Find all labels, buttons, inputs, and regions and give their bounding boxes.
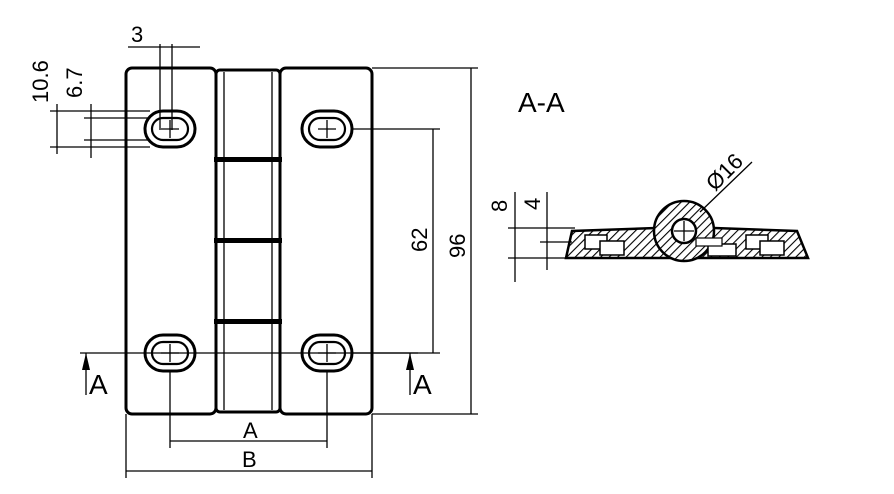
knuckle-separator-2 <box>214 238 282 243</box>
dim-label-section-total-height: 8 <box>487 200 512 212</box>
dimension-slot-heights: 10.6 6.7 <box>28 60 150 158</box>
section-title: A-A <box>518 87 565 118</box>
dim-label-slot-outer-height: 10.6 <box>28 60 53 103</box>
dimension-slot-width: 3 <box>128 22 200 130</box>
dim-label-hole-spacing-vertical: 62 <box>407 228 432 252</box>
slot-top-left <box>143 109 197 149</box>
dimension-overall-height: 96 <box>372 67 478 415</box>
dimension-pin-diameter: Ø16 <box>699 148 753 213</box>
dim-label-overall-height: 96 <box>445 234 470 258</box>
section-view <box>564 199 810 263</box>
left-leaf <box>124 66 218 416</box>
knuckle-separator-3 <box>214 319 282 324</box>
dim-label-hole-spacing-horizontal: A <box>243 418 258 443</box>
cut-label-left: A <box>89 369 108 400</box>
dim-label-section-plate-thickness: 4 <box>520 198 545 210</box>
section-cut-line: A A <box>80 352 432 400</box>
dim-label-slot-width: 3 <box>131 22 143 47</box>
dimension-section-heights: 8 4 <box>487 192 575 282</box>
dimension-hole-spacing-horizontal: A <box>169 371 328 448</box>
dim-label-overall-width: B <box>242 447 257 472</box>
slot-top-right <box>300 109 354 149</box>
dim-label-slot-inner-height: 6.7 <box>62 67 87 98</box>
dim-label-pin-diameter: Ø16 <box>701 148 748 195</box>
dimension-overall-width: B <box>125 414 373 478</box>
dimension-hole-spacing-vertical: 62 <box>352 128 440 354</box>
cut-label-right: A <box>413 369 432 400</box>
right-leaf <box>278 66 374 416</box>
knuckle-separator-1 <box>214 157 282 162</box>
front-view <box>124 66 374 416</box>
